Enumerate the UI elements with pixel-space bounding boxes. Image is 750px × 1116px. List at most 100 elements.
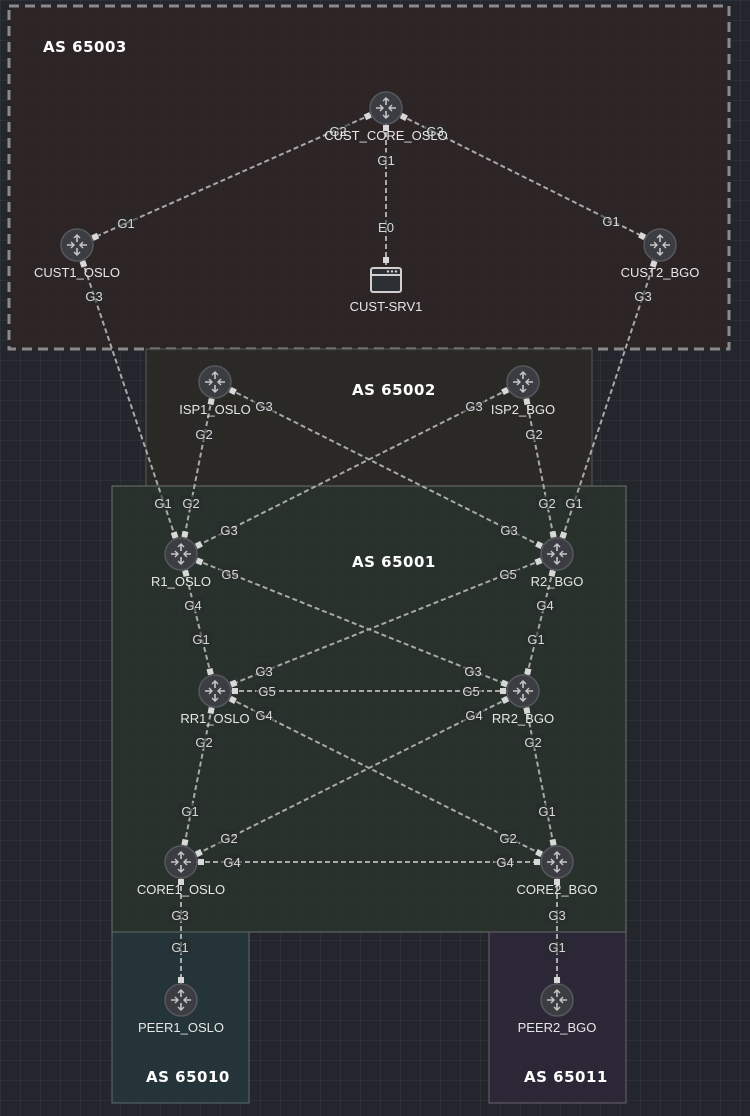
interface-label-bg <box>497 566 519 581</box>
node-r1_oslo[interactable]: R1_OSLO <box>151 537 211 589</box>
server-icon <box>370 267 402 293</box>
interface-label: G2 <box>524 735 541 750</box>
interface-label: G2 <box>195 735 212 750</box>
router-icon <box>164 845 198 879</box>
router-icon <box>198 674 232 708</box>
link-endpoint-marker <box>363 112 372 121</box>
link-line[interactable] <box>180 381 216 555</box>
interface-label-bg <box>115 215 137 230</box>
link-endpoint-marker <box>524 667 532 676</box>
router-icon <box>506 674 540 708</box>
interface-label: G4 <box>536 598 553 613</box>
interface-label: G5 <box>499 567 516 582</box>
link-line[interactable] <box>556 244 661 555</box>
link-endpoint-marker <box>638 232 647 241</box>
node-core2_bgo[interactable]: CORE2_BGO <box>517 845 598 897</box>
interface-label-bg <box>193 426 215 441</box>
interface-label: G2 <box>499 831 516 846</box>
node-core1_oslo[interactable]: CORE1_OSLO <box>137 845 225 897</box>
link-line[interactable] <box>522 690 558 863</box>
link-endpoint-marker <box>534 859 540 865</box>
interface-label: G1 <box>192 632 209 647</box>
interface-label: G3 <box>220 523 237 538</box>
router-icon <box>164 983 198 1017</box>
interface-label-bg <box>462 663 484 678</box>
interface-label: G2 <box>329 124 346 139</box>
link-endpoint-marker <box>554 879 560 885</box>
node-label: CUST2_BGO <box>621 265 700 280</box>
link-endpoint-marker <box>194 849 203 858</box>
link-line[interactable] <box>522 381 558 555</box>
link-isp2_bgo-r1_oslo[interactable]: G3 G3 <box>180 381 524 555</box>
node-r2_bgo[interactable]: R2_BGO <box>531 537 584 589</box>
node-peer2_bgo[interactable]: PEER2_BGO <box>518 983 597 1035</box>
interface-label-bg <box>193 734 215 749</box>
interface-label: G2 <box>182 496 199 511</box>
node-peer1_oslo[interactable]: PEER1_OSLO <box>138 983 224 1035</box>
link-endpoint-marker <box>399 112 408 121</box>
interface-label-bg <box>563 495 585 510</box>
interface-label: G1 <box>602 214 619 229</box>
link-line[interactable] <box>76 244 182 555</box>
node-rr1_oslo[interactable]: RR1_OSLO <box>180 674 250 726</box>
interface-label: G4 <box>496 855 513 870</box>
link-endpoint-marker <box>500 679 509 688</box>
interface-label-bg <box>460 683 482 698</box>
node-cust1_oslo[interactable]: CUST1_OSLO <box>34 228 120 280</box>
node-isp2_bgo[interactable]: ISP2_BGO <box>491 365 555 417</box>
interface-label: G3 <box>255 664 272 679</box>
interface-label-bg <box>600 213 622 228</box>
area-label: AS 65011 <box>524 1068 608 1086</box>
interface-label: G3 <box>500 523 517 538</box>
node-label: CUST-SRV1 <box>350 299 423 314</box>
router-icon <box>540 537 574 571</box>
link-endpoint-marker <box>649 260 658 268</box>
link-line[interactable] <box>180 690 216 863</box>
nodes: CUST_CORE_OSLO CUST1_OSLO CUST2_BGO CUST-SR… <box>34 91 700 1035</box>
area-as65003: AS 65003 <box>7 4 731 351</box>
interface-label-bg <box>253 663 275 678</box>
router-icon <box>369 91 403 125</box>
link-endpoint-marker <box>523 398 531 406</box>
link-endpoint-marker <box>559 531 568 539</box>
node-cust_srv1[interactable]: CUST-SRV1 <box>350 267 423 314</box>
node-isp1_oslo[interactable]: ISP1_OSLO <box>179 365 251 417</box>
interface-label-bg <box>546 939 568 954</box>
node-rr2_bgo[interactable]: RR2_BGO <box>492 674 554 726</box>
node-cust_core_oslo[interactable]: CUST_CORE_OSLO <box>324 91 448 143</box>
router-icon <box>164 537 198 571</box>
link-isp1_oslo-r2_bgo[interactable]: G3 G3 <box>214 381 558 555</box>
interface-label: G2 <box>195 427 212 442</box>
interface-label: G3 <box>426 124 443 139</box>
interface-label: G2 <box>525 427 542 442</box>
links: G2G1G3G1G1E0G3G1G3G1G2G2G3G3G2G2G3G3G4G1… <box>76 107 661 1000</box>
interface-label: E0 <box>378 220 394 235</box>
link-endpoint-marker <box>534 557 543 566</box>
interface-label: G2 <box>220 831 237 846</box>
node-label: CUST_CORE_OSLO <box>324 128 448 143</box>
interface-label-bg <box>179 803 201 818</box>
router-icon <box>540 983 574 1017</box>
node-cust2_bgo[interactable]: CUST2_BGO <box>621 228 700 280</box>
link-endpoint-marker <box>198 859 204 865</box>
